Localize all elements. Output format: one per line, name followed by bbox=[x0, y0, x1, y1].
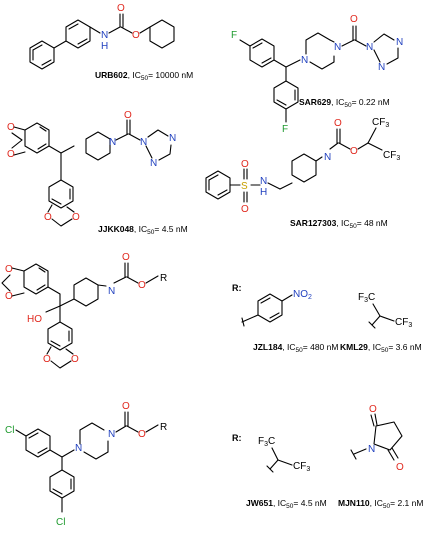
substituent-kml29: F3C CF3 bbox=[358, 292, 412, 329]
oxygen-atom: O bbox=[44, 212, 52, 223]
oxygen-atom: O bbox=[117, 3, 125, 14]
caption-sar629: SAR629, IC50= 0.22 nM bbox=[299, 97, 390, 109]
oxygen-atom: O bbox=[5, 264, 13, 275]
caption-mjn110: MJN110, IC50= 2.1 nM bbox=[338, 498, 423, 510]
oxygen-atom: O bbox=[7, 149, 15, 160]
oxygen-atom: O bbox=[241, 204, 249, 215]
nitrogen-atom: N bbox=[108, 286, 115, 297]
sulfur-atom: S bbox=[241, 181, 248, 192]
oxygen-atom: O bbox=[132, 30, 140, 41]
caption-kml29: KML29, IC50= 3.6 nM bbox=[340, 342, 422, 354]
structure-jw651-core: Cl N N O O R Cl bbox=[5, 401, 167, 528]
nitrogen-atom: N bbox=[101, 30, 108, 41]
caption-jjkk048: JJKK048, IC50= 4.5 nM bbox=[98, 224, 188, 236]
nitrogen-atom: N bbox=[109, 137, 116, 148]
cf3-group: CF3 bbox=[372, 117, 389, 129]
hydroxyl-group: HO bbox=[27, 314, 42, 325]
oxygen-atom: O bbox=[241, 159, 249, 170]
nitrogen-atom: N bbox=[334, 42, 341, 53]
r-group-header: R: bbox=[232, 433, 242, 443]
fluorine-atom: F bbox=[231, 30, 237, 41]
oxygen-atom: O bbox=[5, 291, 13, 302]
r-group-label: R bbox=[160, 273, 167, 284]
caption-urb602: URB602, IC50= 10000 nM bbox=[95, 70, 193, 82]
substituent-jw651: F3C CF3 bbox=[258, 436, 310, 473]
chlorine-atom: Cl bbox=[56, 517, 65, 528]
nitrogen-atom: N bbox=[108, 429, 115, 440]
cf3-group: CF3 bbox=[395, 317, 412, 329]
oxygen-atom: O bbox=[72, 212, 80, 223]
nitrogen-atom: N bbox=[368, 444, 375, 455]
oxygen-atom: O bbox=[124, 110, 132, 121]
structure-jzl184-core: O O HO N O O R O O bbox=[1, 252, 167, 369]
nitro-group: NO2 bbox=[293, 289, 312, 301]
r-group-header: R: bbox=[232, 283, 242, 293]
fluorine-atom: F bbox=[282, 124, 288, 135]
oxygen-atom: O bbox=[43, 354, 51, 365]
nitrogen-atom: N bbox=[301, 55, 308, 66]
structure-urb602: N H O O bbox=[29, 3, 175, 70]
nitrogen-atom: N bbox=[378, 62, 385, 73]
caption-jw651: JW651, IC50= 4.5 nM bbox=[246, 498, 327, 510]
chlorine-atom: Cl bbox=[5, 425, 14, 436]
oxygen-atom: O bbox=[350, 146, 358, 157]
substituent-mjn110: O N O bbox=[350, 404, 404, 473]
oxygen-atom: O bbox=[7, 122, 15, 133]
hydrogen-atom: H bbox=[101, 41, 108, 52]
cf3-group: CF3 bbox=[293, 461, 310, 473]
oxygen-atom: O bbox=[369, 404, 377, 415]
nitrogen-atom: N bbox=[140, 137, 147, 148]
nitrogen-atom: N bbox=[366, 42, 373, 53]
oxygen-atom: O bbox=[138, 429, 146, 440]
cf3-group: CF3 bbox=[383, 150, 400, 162]
oxygen-atom: O bbox=[334, 118, 342, 129]
nitrogen-atom: N bbox=[260, 176, 267, 187]
hydrogen-atom: H bbox=[260, 187, 267, 198]
structure-sar629: F F N N O N N N bbox=[231, 14, 403, 135]
oxygen-atom: O bbox=[122, 401, 130, 412]
oxygen-atom: O bbox=[122, 252, 130, 263]
oxygen-atom: O bbox=[71, 354, 79, 365]
oxygen-atom: O bbox=[350, 14, 358, 25]
structure-jjkk048: O O N O N N N O O bbox=[7, 110, 176, 227]
nitrogen-atom: N bbox=[150, 158, 157, 169]
nitrogen-atom: N bbox=[396, 37, 403, 48]
structure-sar127303: S O O N H N O O CF3 CF3 bbox=[205, 117, 400, 215]
cf3-group: F3C bbox=[358, 292, 375, 304]
caption-jzl184: JZL184, IC50= 480 nM bbox=[253, 342, 338, 354]
caption-sar127303: SAR127303, IC50= 48 nM bbox=[290, 218, 388, 230]
cf3-group: F3C bbox=[258, 436, 275, 448]
substituent-jzl184: NO2 bbox=[241, 289, 312, 327]
nitrogen-atom: N bbox=[324, 152, 331, 163]
r-group-label: R bbox=[160, 422, 167, 433]
oxygen-atom: O bbox=[396, 462, 404, 473]
nitrogen-atom: N bbox=[169, 133, 176, 144]
nitrogen-atom: N bbox=[75, 443, 82, 454]
oxygen-atom: O bbox=[138, 280, 146, 291]
